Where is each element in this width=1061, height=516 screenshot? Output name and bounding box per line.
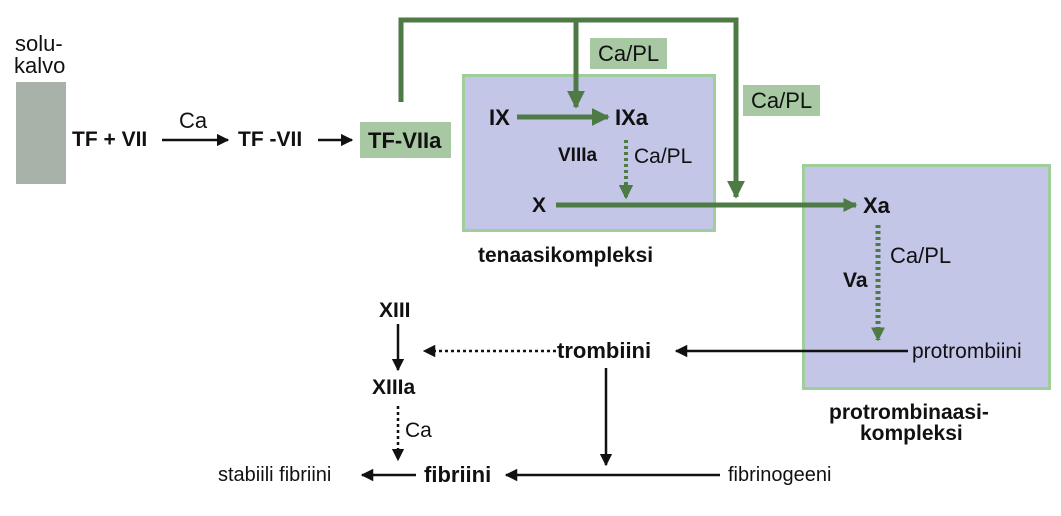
arrow-tfviia-to-x bbox=[576, 17, 745, 199]
fibriini-label: fibriini bbox=[424, 462, 492, 487]
membrane-label-line1: solu- bbox=[15, 31, 63, 56]
protrombiini-label: protrombiini bbox=[912, 340, 1022, 363]
factor-ix-label: IX bbox=[489, 105, 510, 130]
prothrombinase-label-line1: protrombinaasi- bbox=[829, 401, 989, 424]
tenase-complex-label: tenaasikompleksi bbox=[478, 244, 654, 267]
tf-viia-label: TF-VIIa bbox=[360, 122, 452, 158]
factor-xiiia-label: XIIIa bbox=[372, 376, 416, 399]
cell-membrane bbox=[16, 82, 66, 184]
initiation-ca-label: Ca bbox=[179, 108, 208, 133]
membrane-label-line2: kalvo bbox=[14, 53, 66, 78]
prothrombinase-complex-box bbox=[802, 164, 1051, 390]
tf-vii-label: TF -VII bbox=[238, 128, 303, 151]
fibrinogeeni-label: fibrinogeeni bbox=[728, 464, 832, 486]
prothrombinase-ca-pl-label: Ca/PL bbox=[890, 243, 952, 268]
tenase-ca-pl-label: Ca/PL bbox=[634, 145, 693, 168]
common-ca-label: Ca bbox=[405, 419, 432, 442]
factor-xiii-label: XIII bbox=[379, 299, 411, 322]
arrow-tfviia-to-ix bbox=[398, 17, 585, 109]
factor-ixa-label: IXa bbox=[615, 105, 649, 130]
factor-viiia-label: VIIIa bbox=[558, 145, 598, 166]
trombiini-label: trombiini bbox=[557, 338, 652, 363]
tf-plus-vii-label: TF + VII bbox=[72, 128, 148, 151]
ca-pl-chip-top: Ca/PL bbox=[590, 38, 668, 69]
prothrombinase-label-line2: kompleksi bbox=[860, 422, 963, 445]
factor-x-label: X bbox=[532, 194, 547, 217]
ca-pl-chip-right: Ca/PL bbox=[743, 85, 821, 116]
stabiili-fibriini-label: stabiili fibriini bbox=[218, 464, 332, 486]
factor-va-label: Va bbox=[843, 269, 868, 292]
factor-xa-label: Xa bbox=[863, 193, 890, 218]
